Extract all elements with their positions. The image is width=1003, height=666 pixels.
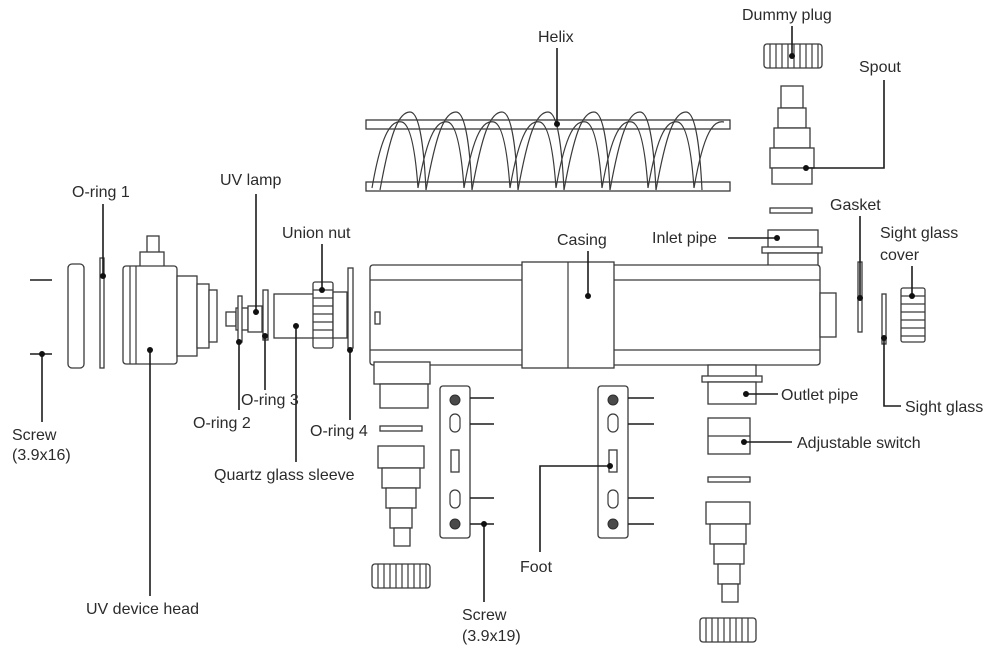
dummy-plug-bottom-left (371, 563, 431, 589)
left-screws (30, 279, 52, 355)
dummy-plug-bottom-right (699, 617, 757, 643)
label-quartz-glass-sleeve: Quartz glass sleeve (214, 467, 355, 484)
adjustable-switch-part (707, 417, 751, 455)
label-o-ring-2: O-ring 2 (193, 415, 251, 432)
leader-lines (39, 26, 915, 602)
label-dummy-plug: Dummy plug (742, 7, 832, 24)
label-outlet-pipe: Outlet pipe (781, 387, 859, 404)
label-uv-device-head: UV device head (86, 601, 199, 618)
label-adjustable-switch: Adjustable switch (797, 435, 921, 452)
inlet-pipe-part (761, 229, 823, 268)
foot-right (597, 385, 654, 539)
uv-device-head-part (122, 235, 218, 365)
label-screw-left-2: (3.9x16) (12, 447, 71, 464)
o-ring-1-part (67, 263, 85, 369)
label-screw-left-1: Screw (12, 427, 57, 444)
quartz-sleeve-part (273, 293, 315, 339)
foot-left (439, 385, 494, 539)
union-nut-part (312, 281, 348, 349)
label-helix: Helix (538, 29, 574, 46)
gasket-strip-top (769, 207, 813, 214)
o-ring-1-ring (99, 257, 105, 369)
outlet-pipe-part (701, 364, 763, 405)
casing-part (369, 261, 837, 369)
label-spout: Spout (859, 59, 901, 76)
label-sight-glass: Sight glass (905, 399, 984, 416)
label-gasket: Gasket (830, 197, 881, 214)
o-ring-2-part (237, 295, 243, 343)
label-o-ring-3: O-ring 3 (241, 392, 299, 409)
label-o-ring-4: O-ring 4 (310, 423, 368, 440)
label-sight-glass-cover-1: Sight glass (880, 225, 959, 242)
label-uv-lamp: UV lamp (220, 172, 282, 189)
label-inlet-pipe: Inlet pipe (652, 230, 717, 247)
left-lower-spout (373, 361, 431, 547)
o-ring-4-part (347, 267, 354, 349)
helix-part (365, 111, 731, 192)
label-foot: Foot (520, 559, 553, 576)
right-lower-spout (705, 476, 751, 603)
label-union-nut: Union nut (282, 225, 351, 242)
spout-part (769, 85, 815, 185)
label-sight-glass-cover-2: cover (880, 247, 920, 264)
label-o-ring-1: O-ring 1 (72, 184, 130, 201)
label-screw-bottom-1: Screw (462, 607, 507, 624)
label-screw-bottom-2: (3.9x19) (462, 628, 521, 645)
o-ring-3-part (262, 289, 269, 341)
label-casing: Casing (557, 232, 607, 249)
